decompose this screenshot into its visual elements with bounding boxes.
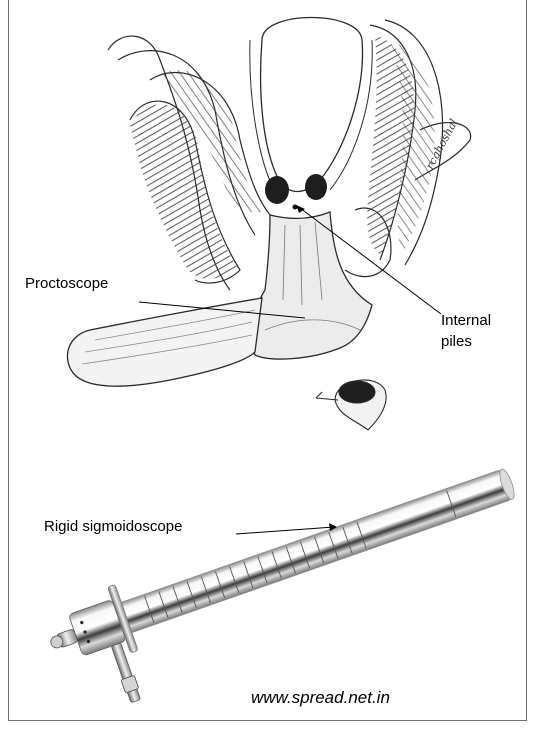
- internal-pile-right: [305, 174, 327, 200]
- internal-pile-left: [265, 176, 289, 204]
- label-internal-piles-line2: piles: [441, 333, 472, 350]
- label-internal-piles-line1: Internal: [441, 312, 491, 329]
- source-credit: www.spread.net.in: [251, 688, 390, 708]
- proctoscope-barrel: [252, 212, 372, 359]
- obturator-sketch: [316, 380, 386, 430]
- proctoscope-illustration: rcghoshal: [0, 0, 533, 450]
- label-proctoscope: Proctoscope: [25, 275, 108, 292]
- rectal-lumen: [261, 18, 363, 192]
- label-rigid-sigmoidoscope: Rigid sigmoidoscope: [44, 518, 182, 535]
